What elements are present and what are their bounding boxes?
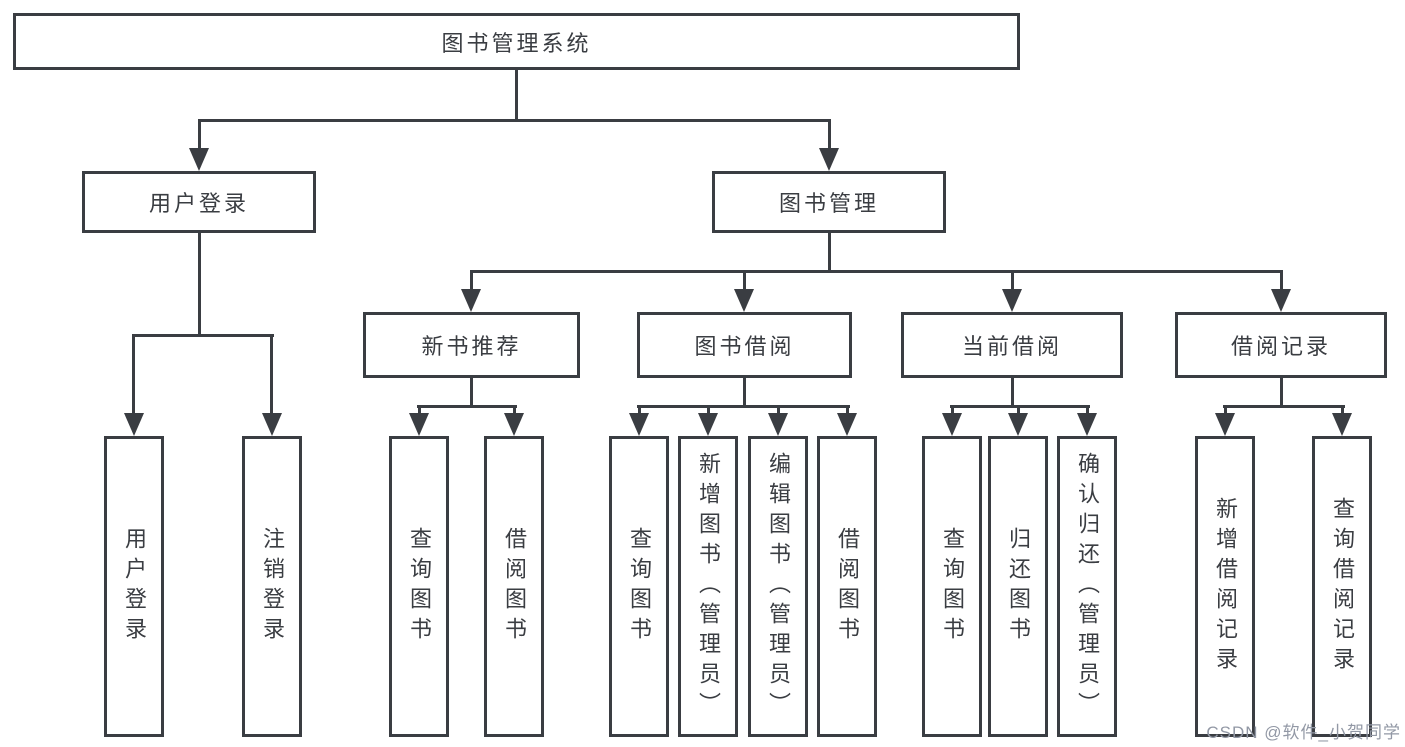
arrowhead-down (819, 148, 839, 171)
arrowhead-down (1332, 413, 1352, 436)
leaf-records-add-record: 新增借阅记录 (1195, 436, 1255, 737)
arrowhead-down (629, 413, 649, 436)
arrowhead-down (124, 413, 144, 436)
node-label: 借阅图书 (835, 526, 860, 647)
node-label: 图书借阅 (694, 334, 795, 359)
node-label: 用户登录 (122, 526, 147, 647)
connector-line (951, 405, 954, 415)
arrowhead-down (504, 413, 524, 436)
connector-line (470, 270, 1283, 273)
arrowhead-down (698, 413, 718, 436)
arrowhead-down (1077, 413, 1097, 436)
node-label: 查询借阅记录 (1330, 496, 1355, 677)
node-label: 查询图书 (940, 526, 965, 647)
connector-line (198, 233, 201, 337)
node-user-login: 用户登录 (82, 171, 316, 233)
connector-line (638, 405, 641, 415)
node-label: 图书管理 (778, 191, 879, 216)
connector-line (1224, 405, 1227, 415)
arrowhead-down (768, 413, 788, 436)
connector-line (132, 334, 274, 337)
connector-line (637, 405, 850, 408)
connector-line (828, 233, 831, 273)
leaf-borrow-edit-books-admin: 编辑图书（管理员） (748, 436, 808, 737)
leaf-current-return-books: 归还图书 (988, 436, 1048, 737)
connector-line (270, 334, 273, 416)
connector-line (950, 405, 1090, 408)
connector-line (513, 405, 516, 415)
connector-line (515, 70, 518, 122)
node-label: 查询图书 (627, 526, 652, 647)
leaf-current-confirm-return-admin: 确认归还（管理员） (1057, 436, 1117, 737)
connector-line (132, 334, 135, 416)
connector-line (1341, 405, 1344, 415)
connector-line (198, 119, 201, 151)
connector-line (846, 405, 849, 415)
node-current-borrow: 当前借阅 (901, 312, 1123, 378)
leaf-borrow-add-books-admin: 新增图书（管理员） (678, 436, 738, 737)
node-new-book-recommend: 新书推荐 (363, 312, 580, 378)
leaf-records-query-record: 查询借阅记录 (1312, 436, 1372, 737)
connector-line (828, 119, 831, 151)
leaf-borrow-query-books: 查询图书 (609, 436, 669, 737)
connector-line (418, 405, 421, 415)
node-label: 新书推荐 (421, 334, 522, 359)
node-label: 新增图书（管理员） (696, 451, 721, 722)
node-root-system: 图书管理系统 (13, 13, 1020, 70)
connector-line (743, 378, 746, 408)
connector-line (1086, 405, 1089, 415)
connector-line (417, 405, 517, 408)
node-label: 借阅记录 (1230, 334, 1331, 359)
connector-line (1017, 405, 1020, 415)
node-label: 注销登录 (260, 526, 285, 647)
leaf-current-query-books: 查询图书 (922, 436, 982, 737)
node-label: 新增借阅记录 (1213, 496, 1238, 677)
arrowhead-down (189, 148, 209, 171)
arrowhead-down (942, 413, 962, 436)
node-label: 归还图书 (1006, 526, 1031, 647)
leaf-borrow-borrow-books: 借阅图书 (817, 436, 877, 737)
csdn-watermark: CSDN @软件_小贺同学 (1206, 723, 1401, 742)
node-book-borrow: 图书借阅 (637, 312, 852, 378)
arrowhead-down (409, 413, 429, 436)
leaf-recommend-borrow-books: 借阅图书 (484, 436, 544, 737)
node-borrow-records: 借阅记录 (1175, 312, 1387, 378)
arrowhead-down (1215, 413, 1235, 436)
connector-line (470, 378, 473, 408)
leaf-recommend-query-books: 查询图书 (389, 436, 449, 737)
connector-line (1223, 405, 1345, 408)
connector-line (470, 270, 473, 292)
connector-line (1280, 378, 1283, 408)
node-label: 查询图书 (407, 526, 432, 647)
node-book-management: 图书管理 (712, 171, 946, 233)
connector-line (1011, 270, 1014, 292)
node-label: 当前借阅 (961, 334, 1062, 359)
node-label: 用户登录 (148, 191, 249, 216)
arrowhead-down (734, 289, 754, 312)
arrowhead-down (1002, 289, 1022, 312)
connector-line (1280, 270, 1283, 292)
arrowhead-down (1271, 289, 1291, 312)
leaf-logout: 注销登录 (242, 436, 302, 737)
leaf-user-login: 用户登录 (104, 436, 164, 737)
node-label: 确认归还（管理员） (1075, 451, 1100, 722)
connector-line (707, 405, 710, 415)
node-label: 借阅图书 (502, 526, 527, 647)
node-label: 图书管理系统 (441, 30, 592, 56)
arrowhead-down (837, 413, 857, 436)
arrowhead-down (461, 289, 481, 312)
connector-line (777, 405, 780, 415)
arrowhead-down (1008, 413, 1028, 436)
connector-line (198, 119, 831, 122)
connector-line (1011, 378, 1014, 408)
node-label: 编辑图书（管理员） (766, 451, 791, 722)
connector-line (743, 270, 746, 292)
arrowhead-down (262, 413, 282, 436)
